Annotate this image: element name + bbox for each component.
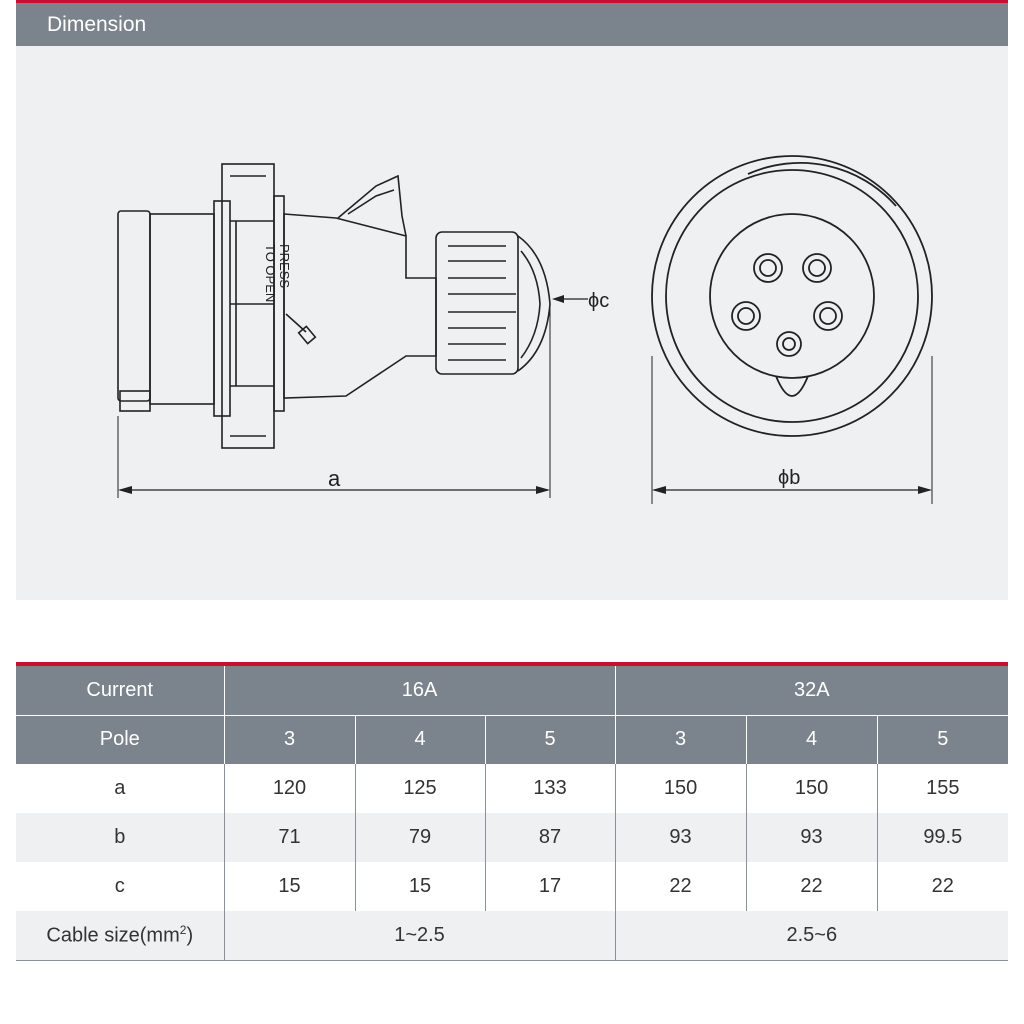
dimension-label-c: ϕc bbox=[588, 290, 609, 312]
table-cell: 15 bbox=[223, 862, 355, 911]
header-pole-label: Pole bbox=[16, 715, 224, 764]
front-view-inner bbox=[709, 213, 875, 379]
table-cell: 17 bbox=[484, 862, 616, 911]
cable-size-32a: 2.5~6 bbox=[614, 911, 1009, 961]
table-cell: 120 bbox=[223, 764, 355, 813]
header-pole: 5 bbox=[484, 715, 616, 764]
table-row: a 120 125 133 150 150 155 bbox=[16, 764, 1009, 813]
table-cell: 22 bbox=[614, 862, 747, 911]
table-header-current-row: Current 16A 32A bbox=[16, 666, 1009, 716]
table-cell: 71 bbox=[223, 813, 355, 862]
table-cell: 133 bbox=[484, 764, 616, 813]
table-cell: 125 bbox=[354, 764, 485, 813]
header-pole: 4 bbox=[354, 715, 485, 764]
header-current-label: Current bbox=[16, 666, 224, 716]
header-bar: Dimension bbox=[16, 0, 1008, 46]
dimension-table-wrap: Current 16A 32A Pole 3 4 5 3 4 5 a 120 1… bbox=[16, 662, 1009, 961]
row-label: b bbox=[16, 813, 224, 862]
header-pole: 5 bbox=[876, 715, 1009, 764]
table-cell: 87 bbox=[484, 813, 616, 862]
gland-nut bbox=[517, 235, 551, 372]
table-row: c 15 15 17 22 22 22 bbox=[16, 862, 1009, 911]
plug-front-face bbox=[117, 210, 151, 402]
page-title: Dimension bbox=[47, 13, 147, 36]
table-row: b 71 79 87 93 93 99.5 bbox=[16, 813, 1009, 862]
header-current-32a: 32A bbox=[614, 666, 1009, 716]
table-cell: 22 bbox=[876, 862, 1009, 911]
table-cell: 15 bbox=[354, 862, 485, 911]
header-current-16a: 16A bbox=[223, 666, 616, 716]
cable-size-16a: 1~2.5 bbox=[223, 911, 616, 961]
row-label: a bbox=[114, 777, 126, 799]
table-cell: 150 bbox=[745, 764, 878, 813]
dimension-drawing-panel: PRESS TO OPEN a ϕc ϕb bbox=[16, 46, 1008, 600]
header-pole: 3 bbox=[223, 715, 355, 764]
table-cell: 155 bbox=[876, 764, 1009, 813]
header-pole: 4 bbox=[745, 715, 878, 764]
cable-label-superscript: 2 bbox=[179, 922, 187, 937]
dimension-drawing: PRESS TO OPEN a ϕc ϕb bbox=[117, 155, 933, 504]
dimension-label-a: a bbox=[328, 466, 341, 491]
cable-gland bbox=[435, 231, 519, 375]
table-cell: 150 bbox=[614, 764, 747, 813]
table-cell: 22 bbox=[745, 862, 878, 911]
cable-label-close: ) bbox=[186, 924, 194, 947]
table-cell: 93 bbox=[614, 813, 747, 862]
table-cell: 99.5 bbox=[876, 813, 1009, 862]
plug-front-body bbox=[149, 213, 215, 405]
cable-label-text: Cable size(mm bbox=[46, 924, 180, 947]
table-cell: 93 bbox=[745, 813, 878, 862]
dimension-label-b: ϕb bbox=[778, 467, 800, 489]
plug-latch bbox=[337, 174, 407, 237]
row-label: c bbox=[114, 875, 125, 897]
table-cell: 79 bbox=[354, 813, 485, 862]
table-accent-line bbox=[16, 662, 1008, 666]
dimension-table: Current 16A 32A Pole 3 4 5 3 4 5 a 120 1… bbox=[16, 666, 1009, 961]
table-header-pole-row: Pole 3 4 5 3 4 5 bbox=[16, 715, 1009, 764]
to-open-label: TO OPEN bbox=[263, 244, 278, 302]
header-pole: 3 bbox=[614, 715, 747, 764]
front-view-key bbox=[747, 161, 897, 207]
row-label-cable-size: Cable size(mm2) bbox=[16, 911, 224, 961]
table-row-cable-size: Cable size(mm2) 1~2.5 2.5~6 bbox=[16, 911, 1009, 961]
plug-body bbox=[283, 213, 437, 399]
press-label: PRESS bbox=[277, 244, 292, 288]
front-view-outer bbox=[651, 155, 933, 437]
